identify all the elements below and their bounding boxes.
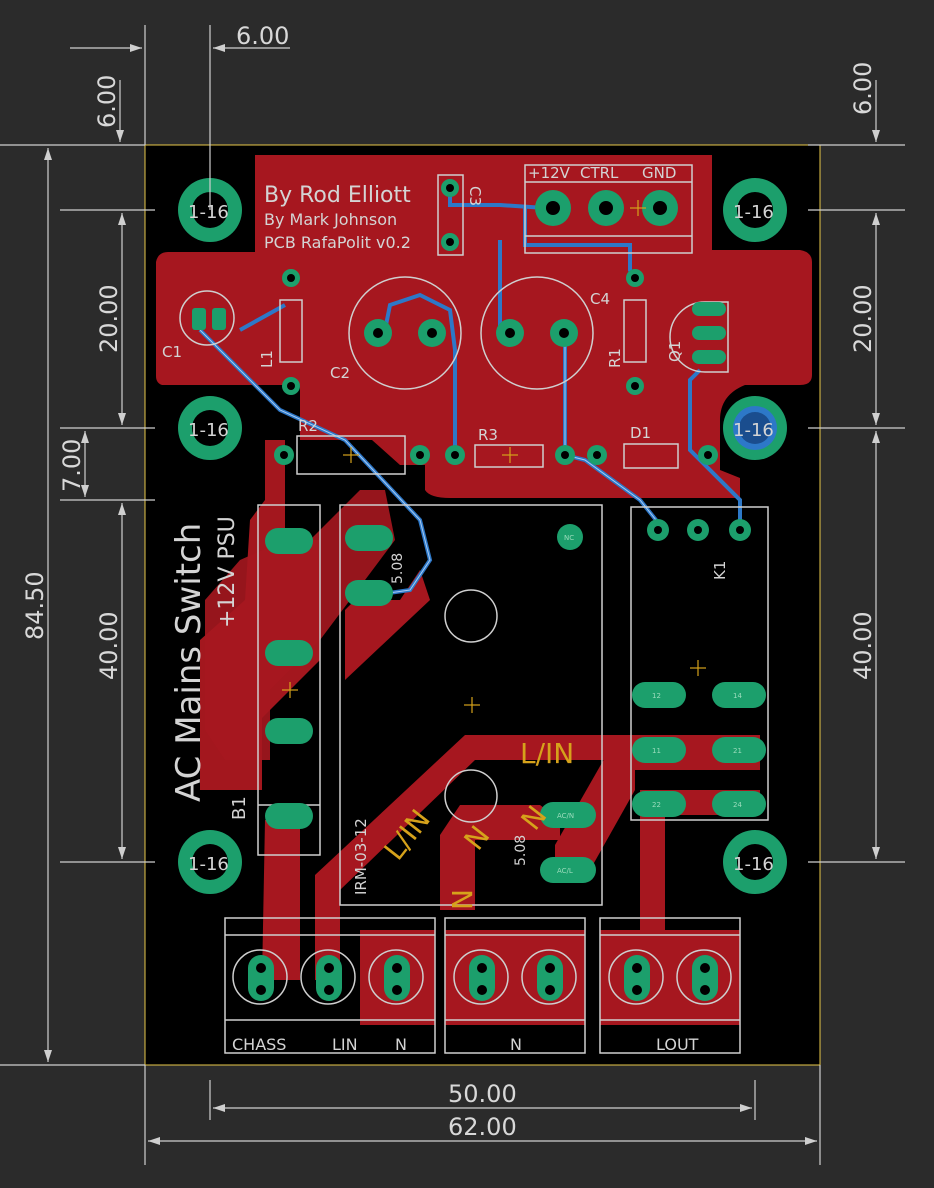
copper-terminal-n2 <box>445 930 585 1025</box>
copper-trace-l1 <box>345 570 430 680</box>
label-r2: R2 <box>298 417 318 435</box>
psu-label: +12V PSU <box>215 516 240 628</box>
copper-trace-left-down <box>262 820 300 980</box>
hole-label-6: 1-16 <box>733 854 774 875</box>
dim-bottom-inner: 50.00 <box>448 1080 517 1108</box>
copper-label-n-3: N <box>446 889 479 910</box>
label-r3: R3 <box>478 426 498 444</box>
relay-pad-24: 24 <box>733 801 742 809</box>
hole-label-4: 1-16 <box>733 420 774 441</box>
pad-holes <box>280 184 744 534</box>
label-k1: K1 <box>711 561 729 580</box>
relay-pad-14: 14 <box>733 692 742 700</box>
connector-label-gnd: GND <box>642 164 676 182</box>
label-l1: L1 <box>258 350 276 368</box>
copper-terminal-lout <box>600 930 740 1025</box>
copper-trace-top-2 <box>205 490 395 760</box>
label-c3: C3 <box>466 186 484 206</box>
dim-left-20: 20.00 <box>95 284 123 353</box>
label-c1: C1 <box>162 343 182 361</box>
terminal-label-lout: LOUT <box>656 1035 699 1054</box>
pad-mark-nc: NC <box>564 534 574 542</box>
relay-pad-21: 21 <box>733 747 742 755</box>
relay-pad-11: 11 <box>652 747 661 755</box>
dim-bottom-outer: 62.00 <box>448 1113 517 1141</box>
connector-label-12v: +12V <box>528 164 571 182</box>
terminal-screws <box>232 949 732 1005</box>
dim-top-left-h: 6.00 <box>236 22 289 50</box>
origin-marks <box>282 200 706 713</box>
copper-label-lin-1: L/IN <box>520 737 574 770</box>
terminal-label-chass: CHASS <box>232 1035 286 1054</box>
label-c2: C2 <box>330 364 350 382</box>
terminal-label-n2: N <box>510 1035 522 1054</box>
dim-left-7: 7.00 <box>58 439 86 492</box>
copper-trace-n <box>440 805 560 910</box>
hole-label-3: 1-16 <box>188 420 229 441</box>
dim-right-40: 40.00 <box>849 611 877 680</box>
silkscreen-outlines <box>179 164 769 1054</box>
dim-left-total: 84.50 <box>21 571 49 640</box>
hole-label-1: 1-16 <box>188 202 229 223</box>
mounting-holes <box>178 178 787 894</box>
pitch-label-1: 5.08 <box>390 553 406 584</box>
pad-mark-acl: AC/L <box>557 867 573 875</box>
label-b1: B1 <box>229 796 250 820</box>
dim-right-20: 20.00 <box>849 284 877 353</box>
label-d1: D1 <box>630 424 651 442</box>
bottom-traces-edge <box>199 329 661 596</box>
credit-pcb: PCB RafaPolit v0.2 <box>264 233 411 252</box>
board-title: AC Mains Switch <box>169 523 209 802</box>
terminal-label-n1: N <box>395 1035 407 1054</box>
terminal-label-lin: LIN <box>332 1035 358 1054</box>
dim-top-left-v: 6.00 <box>93 75 121 128</box>
label-c4: C4 <box>590 290 610 308</box>
pad-mark-acn: AC/N <box>557 812 574 820</box>
label-r1: R1 <box>606 348 624 368</box>
relay-pad-22: 22 <box>652 801 661 809</box>
copper-trace-acn <box>555 740 635 870</box>
dimension-arrows <box>44 44 880 1145</box>
hole-label-2: 1-16 <box>733 202 774 223</box>
credit-contributor: By Mark Johnson <box>264 210 397 229</box>
relay-pad-12: 12 <box>652 692 661 700</box>
dim-left-40: 40.00 <box>95 611 123 680</box>
copper-trace-lin <box>315 735 760 980</box>
dim-top-right-v: 6.00 <box>849 62 877 115</box>
label-q1: Q1 <box>666 341 684 362</box>
pitch-label-2: 5.08 <box>513 835 529 866</box>
connector-label-ctrl: CTRL <box>580 164 619 182</box>
credit-author: By Rod Elliott <box>264 183 411 208</box>
label-psu-part: IRM-03-12 <box>352 818 370 895</box>
hole-label-5: 1-16 <box>188 854 229 875</box>
copper-pour-upper <box>156 155 812 498</box>
